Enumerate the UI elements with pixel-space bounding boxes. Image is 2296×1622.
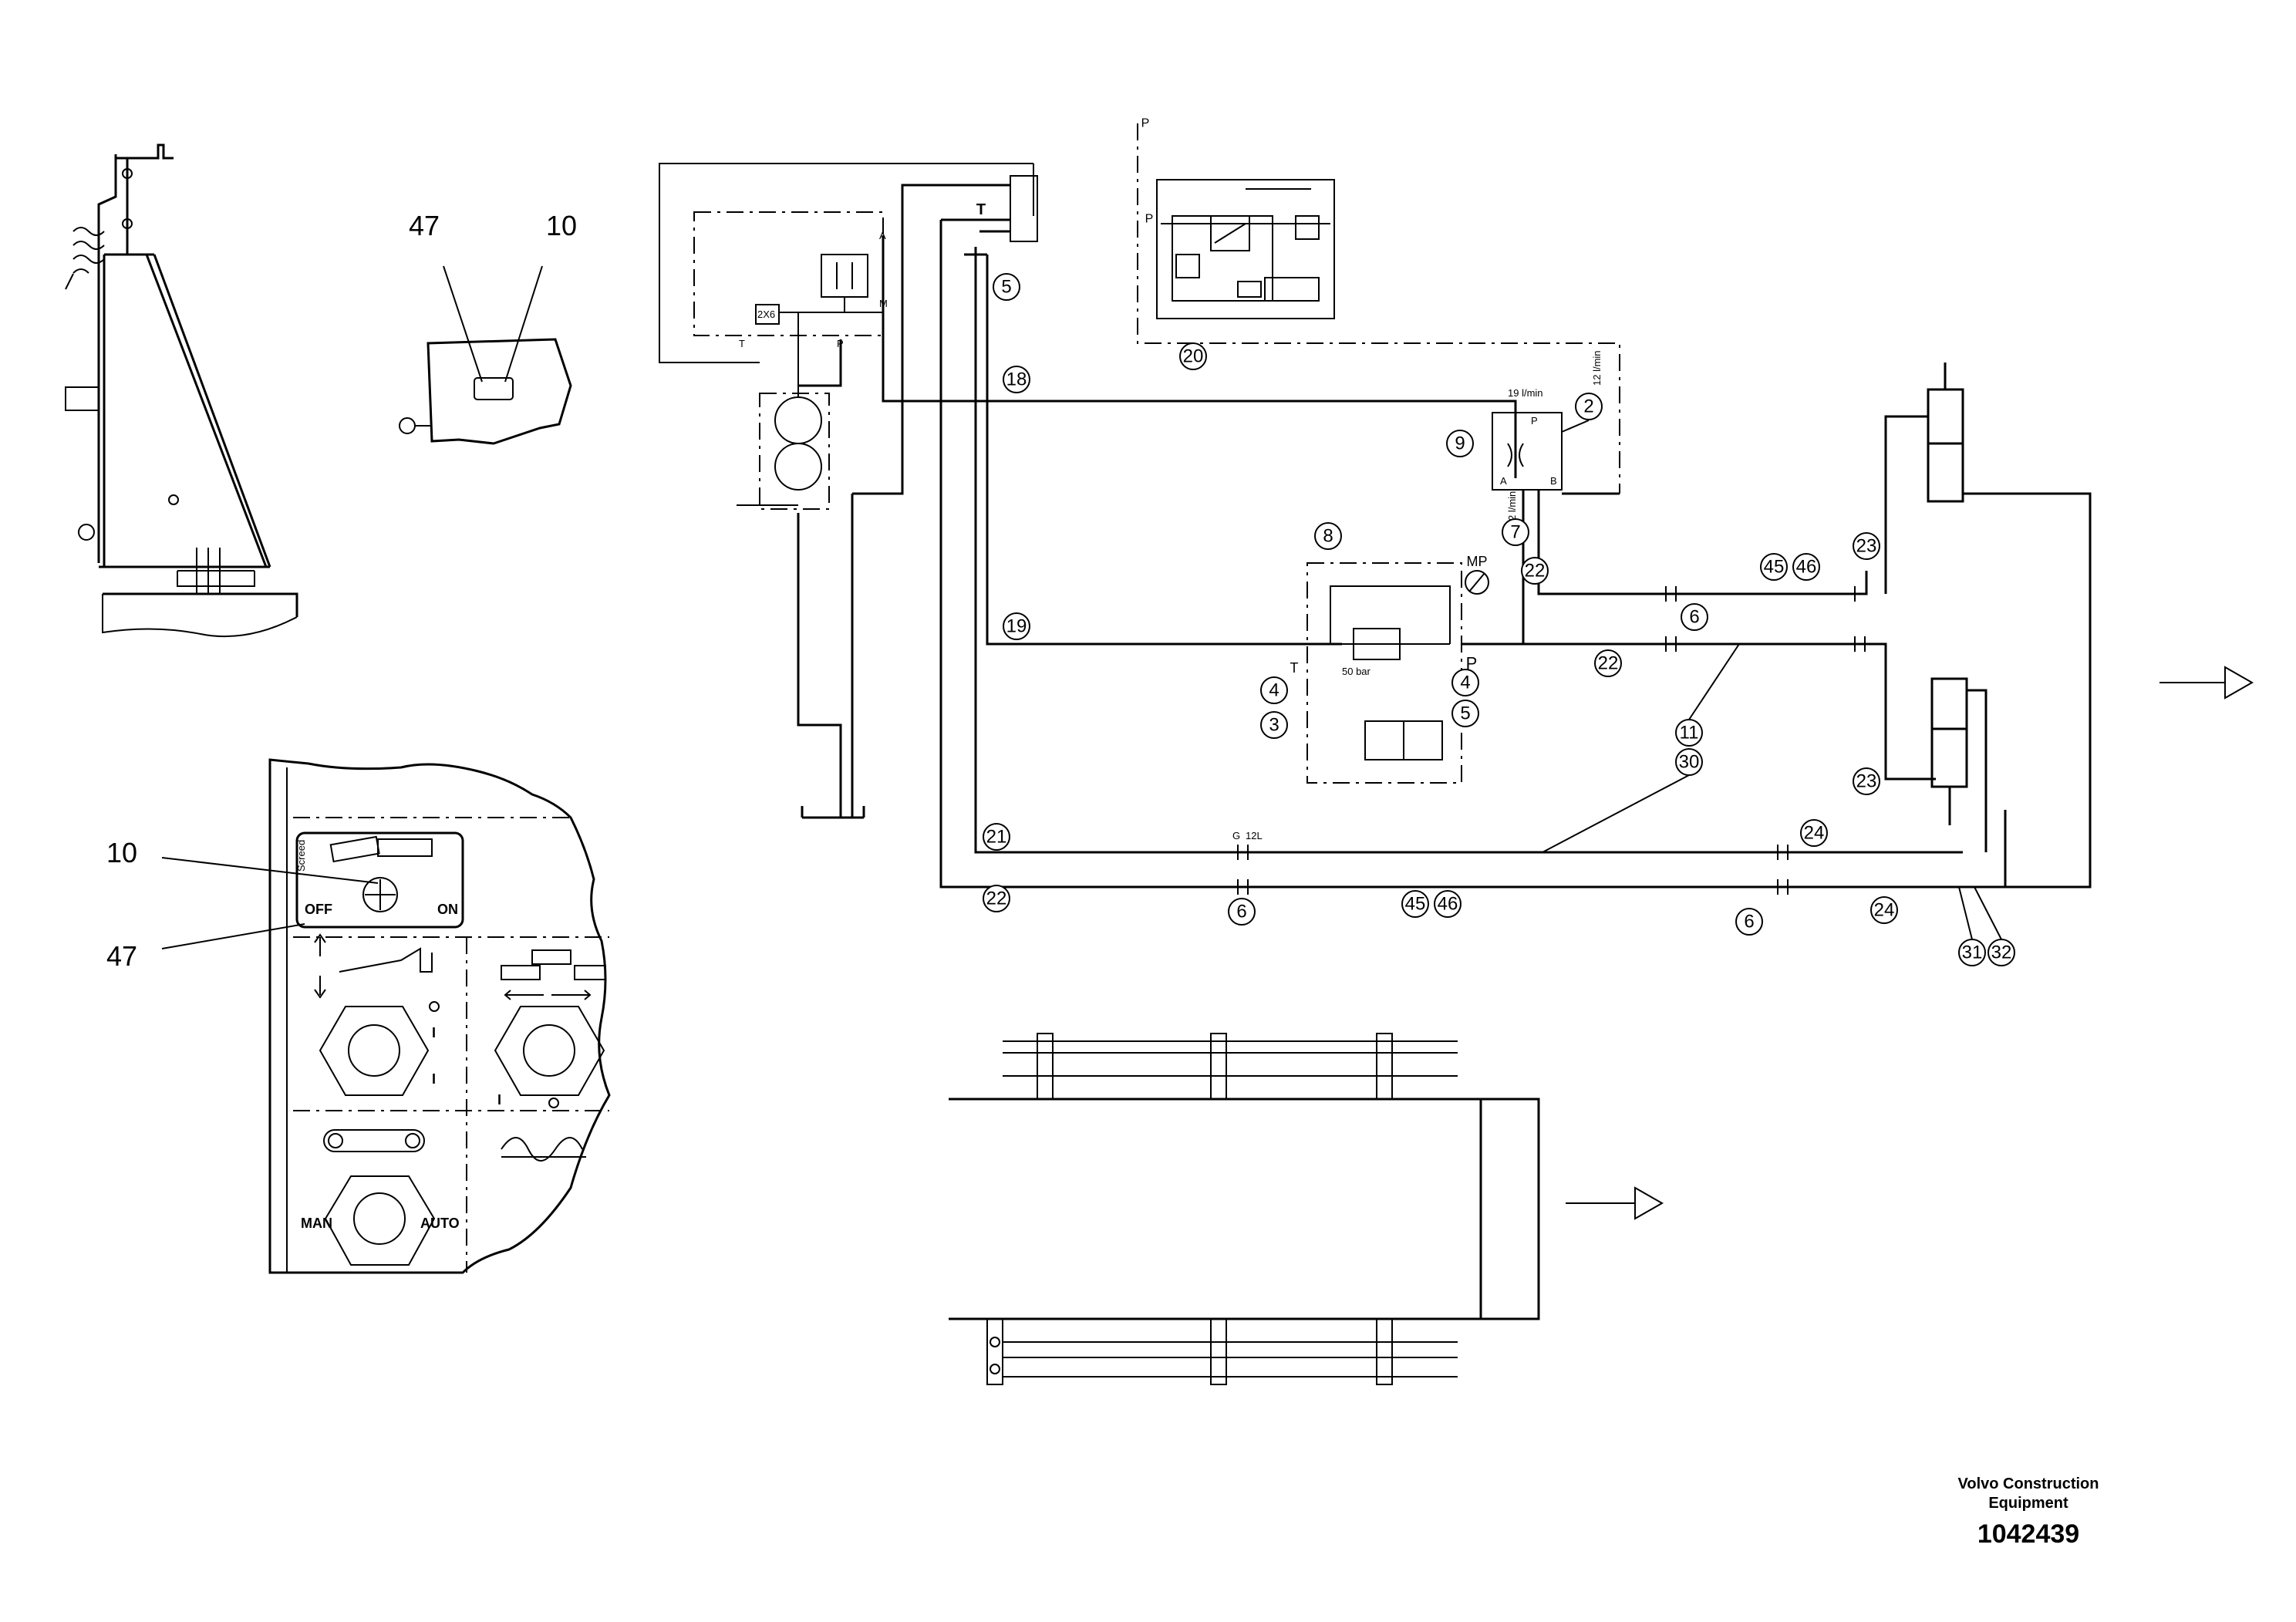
gauge-g: G xyxy=(1232,830,1240,841)
on-label: ON xyxy=(437,902,458,917)
callout-22a: 22 xyxy=(1525,561,1546,582)
conveyor-control: MAN AUTO xyxy=(301,1129,460,1266)
port-a-div: A xyxy=(1500,475,1507,487)
callout-20: 20 xyxy=(1183,346,1204,367)
callout-9: 9 xyxy=(1455,433,1465,454)
callout-19: 19 xyxy=(1006,616,1027,637)
callout-6b: 6 xyxy=(1236,902,1246,922)
screed-side-plate-drawing xyxy=(65,143,298,638)
mark-i-3: I xyxy=(497,1092,501,1108)
hex-knob-2[interactable] xyxy=(494,1006,605,1096)
footer: Volvo Construction Equipment 1042439 xyxy=(1958,1475,2099,1549)
callout-46b: 46 xyxy=(1438,894,1458,915)
callout-21: 21 xyxy=(986,827,1007,848)
callout-8: 8 xyxy=(1323,526,1333,547)
callout-45a: 45 xyxy=(1764,557,1785,578)
callout-6c: 6 xyxy=(1744,912,1754,932)
flow-2: 2 l/min xyxy=(1506,491,1518,521)
callout-circles: 5 20 18 19 2 9 8 7 22 45 46 23 6 22 4 3 … xyxy=(983,273,2015,966)
port-b-div: B xyxy=(1550,475,1557,487)
proportional-valve xyxy=(1156,179,1335,319)
callout-4b: 4 xyxy=(1460,673,1470,693)
callout-18: 18 xyxy=(1006,369,1027,390)
screed-extension-view xyxy=(949,1033,1664,1385)
mp-label: MP xyxy=(1467,554,1488,569)
control-panel: Screed OFF ON 10 47 I I I xyxy=(106,758,611,1274)
callout-30: 30 xyxy=(1679,752,1700,773)
callout-11: 11 xyxy=(1680,723,1699,744)
callout-24b: 24 xyxy=(1874,900,1895,921)
hex-knob-3[interactable] xyxy=(324,1175,436,1266)
off-label: OFF xyxy=(305,902,332,917)
callout-5a: 5 xyxy=(1001,277,1011,298)
valve-block-dashed xyxy=(693,211,884,336)
callout-3: 3 xyxy=(1269,715,1279,736)
company-line-2: Equipment xyxy=(1988,1495,2068,1512)
panel-num-10: 10 xyxy=(106,837,137,868)
document-number: 1042439 xyxy=(1977,1519,2079,1549)
detail-num-10: 10 xyxy=(546,210,577,241)
key-switch-knob[interactable] xyxy=(362,877,398,912)
switch-label: Screed xyxy=(295,840,307,872)
callout-7: 7 xyxy=(1510,522,1520,543)
screed-extend-control: I xyxy=(494,949,606,1108)
callout-31: 31 xyxy=(1962,943,1983,963)
key-switch-detail: 47 10 xyxy=(399,210,577,445)
gauge-12l: 12L xyxy=(1246,830,1263,841)
direction-arrow-right xyxy=(2159,666,2254,700)
screed-switch-tile xyxy=(295,831,464,929)
pressure-label: 50 bar xyxy=(1342,666,1371,677)
company-line-1: Volvo Construction xyxy=(1958,1475,2099,1492)
hex-knob-1[interactable] xyxy=(319,1006,430,1096)
auto-label: AUTO xyxy=(420,1216,460,1231)
man-label: MAN xyxy=(301,1216,332,1231)
hydraulic-circuit: 2X6 A M T P T P xyxy=(659,117,2092,966)
flow-19: 19 l/min xyxy=(1508,387,1543,399)
callout-23b: 23 xyxy=(1856,771,1877,792)
port-p-relief: P xyxy=(1466,654,1478,673)
callout-6a: 6 xyxy=(1689,607,1699,628)
callout-23a: 23 xyxy=(1856,536,1877,557)
callout-24a: 24 xyxy=(1804,823,1825,844)
callout-32: 32 xyxy=(1991,943,2012,963)
port-p-valve: P xyxy=(1145,213,1154,226)
pump-unit xyxy=(759,393,830,510)
port-p-div: P xyxy=(1531,415,1538,427)
port-t-relief: T xyxy=(1290,660,1299,676)
callout-5b: 5 xyxy=(1460,703,1470,724)
mark-i-1: I xyxy=(432,1025,436,1040)
callout-22c: 22 xyxy=(986,889,1007,909)
port-p-top: P xyxy=(1141,117,1150,130)
callout-2: 2 xyxy=(1583,396,1593,417)
port-t-main: T xyxy=(976,201,986,218)
callout-4a: 4 xyxy=(1269,680,1279,701)
mark-i-2: I xyxy=(432,1071,436,1087)
callout-45b: 45 xyxy=(1405,894,1426,915)
pump-tag: 2X6 xyxy=(757,309,775,320)
port-t-small: T xyxy=(739,338,745,349)
flow-12: 12 l/min xyxy=(1591,350,1603,386)
flow-divider xyxy=(1492,412,1563,491)
detail-num-47: 47 xyxy=(409,210,440,241)
screed-lift-control: I I xyxy=(314,933,440,1096)
panel-num-47: 47 xyxy=(106,940,137,972)
lift-cylinder-top xyxy=(1927,388,1964,503)
lift-cylinder-bottom xyxy=(1930,677,1968,788)
callout-22b: 22 xyxy=(1598,653,1619,674)
callout-46a: 46 xyxy=(1796,557,1817,578)
